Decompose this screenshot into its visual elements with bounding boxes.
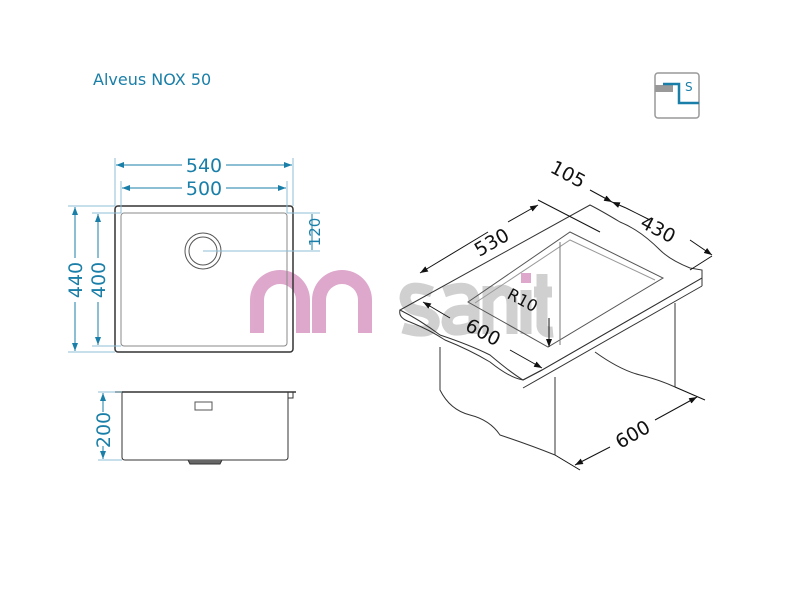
dim-width-540: 540 [186, 155, 222, 177]
dim-cutout-530: 530 [471, 224, 513, 261]
watermark-logo [250, 270, 554, 338]
isometric-view [398, 204, 703, 456]
dim-height-440: 440 [65, 262, 87, 298]
dim-cabinet-600-bottom: 600 [612, 416, 654, 453]
side-view [115, 391, 296, 465]
undermount-icon: S [654, 72, 700, 119]
dim-offset-105: 105 [547, 156, 589, 192]
product-title: Alveus NOX 50 [93, 70, 212, 89]
icon-label: S [685, 80, 693, 94]
dim-depth-200: 200 [93, 412, 115, 448]
dim-drain-120: 120 [306, 218, 324, 247]
dim-height-400: 400 [88, 262, 110, 298]
dim-cutout-430: 430 [637, 211, 679, 247]
isometric-dimensions [419, 189, 713, 471]
top-view-dimensions [68, 158, 320, 353]
dim-width-500: 500 [186, 178, 222, 200]
side-view-dimension [98, 391, 122, 461]
